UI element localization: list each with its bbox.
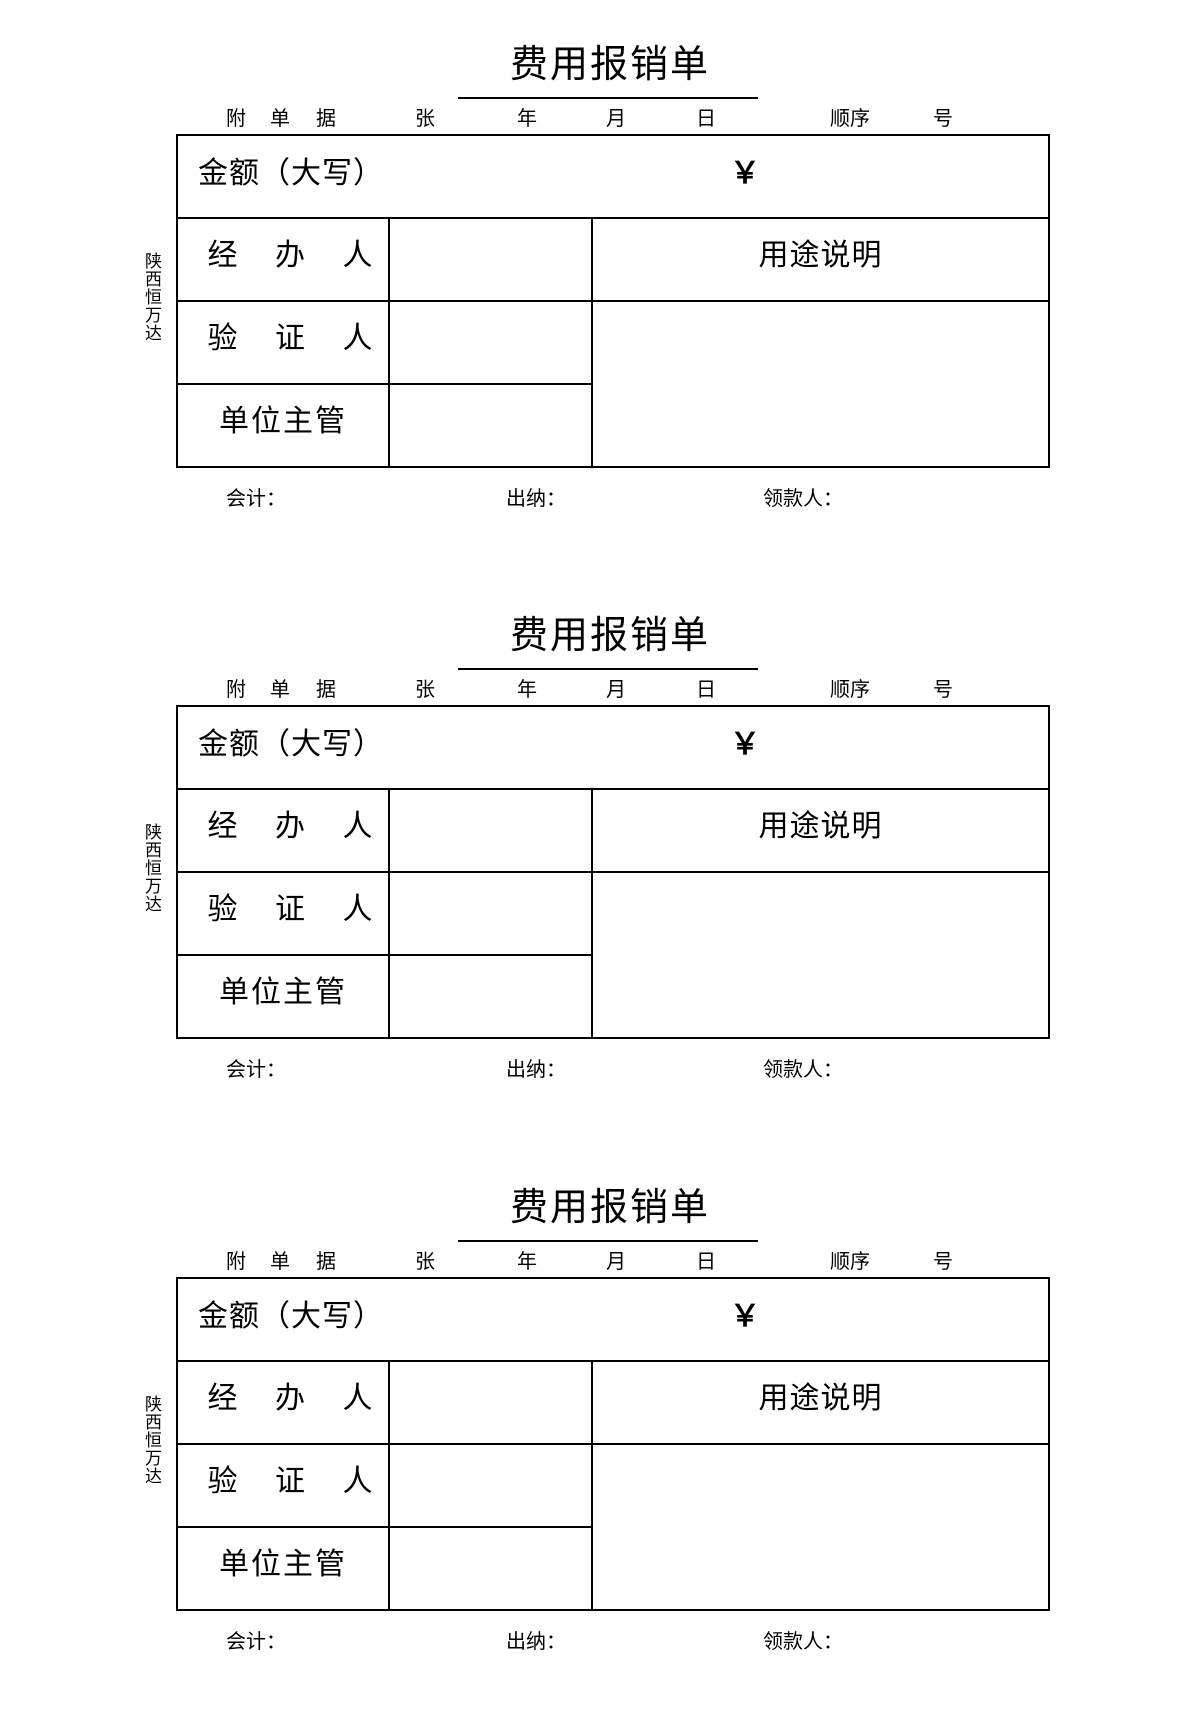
meta-day: 日 — [696, 677, 716, 701]
currency-symbol: ￥ — [730, 1299, 760, 1334]
payee-label: 领款人： — [763, 1629, 843, 1653]
column-divider — [591, 219, 593, 466]
supervisor-label: 单位主管 — [219, 404, 347, 439]
meta-dan: 单 — [270, 677, 290, 701]
meta-fu: 附 — [226, 106, 246, 130]
amount-label: 金额（大写） — [198, 727, 384, 762]
meta-ju: 据 — [316, 106, 336, 130]
title-underline — [458, 668, 758, 670]
row-divider — [178, 788, 1048, 790]
amount-label: 金额（大写） — [198, 1299, 384, 1334]
supervisor-label: 单位主管 — [219, 1547, 347, 1582]
meta-dan: 单 — [270, 1249, 290, 1273]
meta-month: 月 — [606, 106, 626, 130]
meta-day: 日 — [696, 1249, 716, 1273]
purpose-label: 用途说明 — [758, 809, 883, 844]
verifier-label: 验 证 人 — [207, 321, 387, 356]
expense-form: 费用报销单 附 单 据 张 年 月 日 顺序 号 陕西恒万达 金额（大写） ￥ … — [0, 571, 1200, 1146]
title-underline — [458, 1240, 758, 1242]
meta-number: 号 — [933, 677, 953, 701]
side-company-label: 陕西恒万达 — [141, 823, 161, 913]
side-company-label: 陕西恒万达 — [141, 1395, 161, 1485]
purpose-label: 用途说明 — [758, 1381, 883, 1416]
row-divider — [178, 954, 592, 956]
expense-table: 金额（大写） ￥ 经 办 人 验 证 人 单位主管 用途说明 — [176, 134, 1050, 468]
meta-zhang: 张 — [415, 1249, 435, 1273]
row-divider — [178, 1526, 592, 1528]
column-divider — [388, 219, 390, 466]
meta-year: 年 — [517, 1249, 537, 1273]
row-divider — [178, 871, 1048, 873]
row-divider — [178, 383, 592, 385]
row-divider — [178, 1360, 1048, 1362]
row-divider — [178, 1443, 1048, 1445]
meta-dan: 单 — [270, 106, 290, 130]
form-title: 费用报销单 — [509, 613, 710, 657]
cashier-label: 出纳： — [506, 486, 566, 510]
meta-day: 日 — [696, 106, 716, 130]
expense-form: 费用报销单 附 单 据 张 年 月 日 顺序 号 陕西恒万达 金额（大写） ￥ … — [0, 0, 1200, 575]
meta-sequence: 顺序 — [830, 106, 870, 130]
meta-fu: 附 — [226, 1249, 246, 1273]
verifier-label: 验 证 人 — [207, 892, 387, 927]
purpose-label: 用途说明 — [758, 238, 883, 273]
title-underline — [458, 97, 758, 99]
meta-sequence: 顺序 — [830, 1249, 870, 1273]
column-divider — [388, 790, 390, 1037]
row-divider — [178, 300, 1048, 302]
accountant-label: 会计： — [226, 1057, 286, 1081]
column-divider — [591, 1362, 593, 1609]
meta-number: 号 — [933, 1249, 953, 1273]
currency-symbol: ￥ — [730, 727, 760, 762]
payee-label: 领款人： — [763, 486, 843, 510]
payee-label: 领款人： — [763, 1057, 843, 1081]
column-divider — [388, 1362, 390, 1609]
cashier-label: 出纳： — [506, 1629, 566, 1653]
expense-table: 金额（大写） ￥ 经 办 人 验 证 人 单位主管 用途说明 — [176, 1277, 1050, 1611]
meta-zhang: 张 — [415, 677, 435, 701]
accountant-label: 会计： — [226, 1629, 286, 1653]
handler-label: 经 办 人 — [207, 809, 387, 844]
form-title: 费用报销单 — [509, 1185, 710, 1229]
supervisor-label: 单位主管 — [219, 975, 347, 1010]
handler-label: 经 办 人 — [207, 1381, 387, 1416]
handler-label: 经 办 人 — [207, 238, 387, 273]
meta-ju: 据 — [316, 677, 336, 701]
meta-zhang: 张 — [415, 106, 435, 130]
meta-ju: 据 — [316, 1249, 336, 1273]
form-title: 费用报销单 — [509, 42, 710, 86]
meta-month: 月 — [606, 677, 626, 701]
meta-month: 月 — [606, 1249, 626, 1273]
accountant-label: 会计： — [226, 486, 286, 510]
verifier-label: 验 证 人 — [207, 1464, 387, 1499]
cashier-label: 出纳： — [506, 1057, 566, 1081]
amount-label: 金额（大写） — [198, 156, 384, 191]
meta-fu: 附 — [226, 677, 246, 701]
meta-number: 号 — [933, 106, 953, 130]
meta-year: 年 — [517, 677, 537, 701]
expense-table: 金额（大写） ￥ 经 办 人 验 证 人 单位主管 用途说明 — [176, 705, 1050, 1039]
expense-form: 费用报销单 附 单 据 张 年 月 日 顺序 号 陕西恒万达 金额（大写） ￥ … — [0, 1143, 1200, 1718]
meta-sequence: 顺序 — [830, 677, 870, 701]
side-company-label: 陕西恒万达 — [141, 252, 161, 342]
meta-year: 年 — [517, 106, 537, 130]
column-divider — [591, 790, 593, 1037]
currency-symbol: ￥ — [730, 156, 760, 191]
row-divider — [178, 217, 1048, 219]
